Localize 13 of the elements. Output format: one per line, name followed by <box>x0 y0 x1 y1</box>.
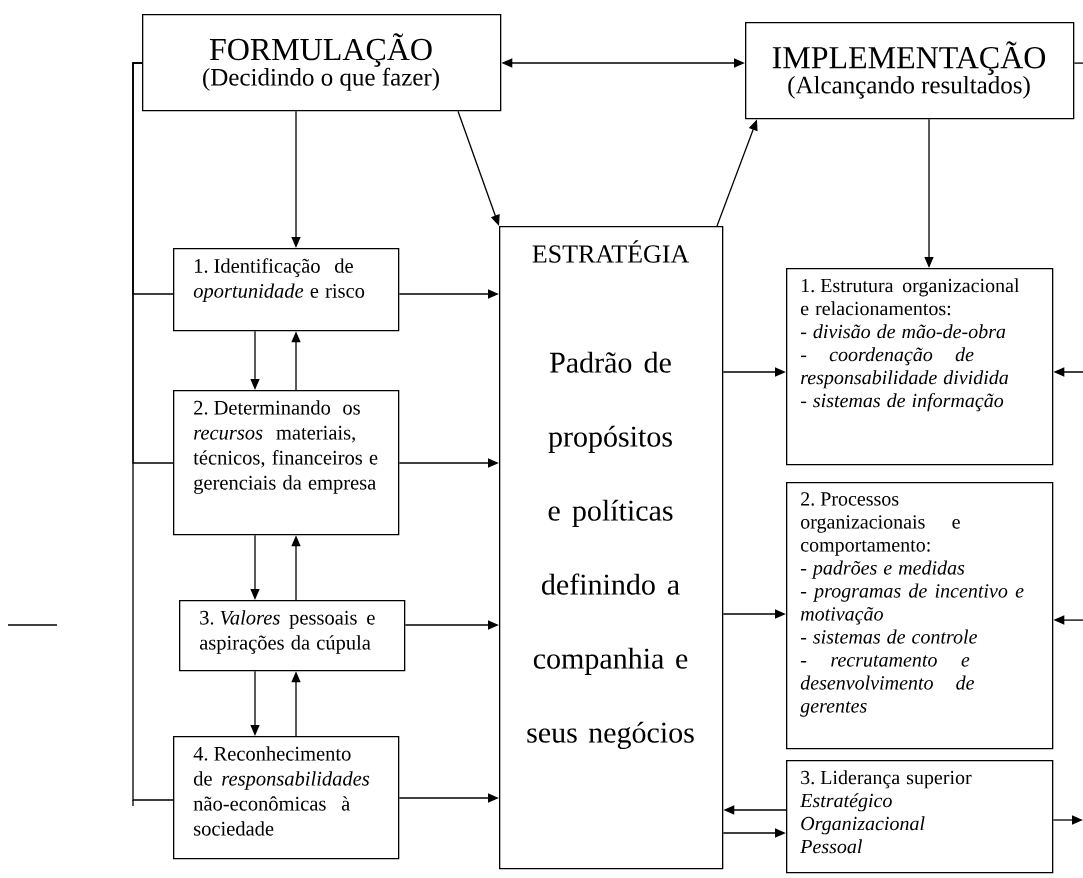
process-box: 1. Identificação de oportunidade e risco <box>173 248 400 332</box>
process-box: 2. Determinando os recursos materiais, técnicos, financeiros e gerenciais da empresa <box>173 390 400 536</box>
process-box: 1. Estrutura organizacional e relacionamentos: - divisão de mão-de-obra - coordenação de responsabilidade dividida - sistemas de informação <box>786 268 1054 466</box>
process-box: 3. Liderança superior Estratégico Organizacional Pessoal <box>786 760 1054 874</box>
process-box: 4. Reconhecimento de responsabilidades não-econômicas à sociedade <box>173 736 400 860</box>
stage-box: FORMULAÇÃO (Decidindo o que fazer) <box>142 14 502 112</box>
strategy-box: ESTRATÉGIA Padrão de propósitos e políticas definindo a companhia e seus negócios <box>499 226 724 870</box>
process-box: 2. Processos organizacionais e comportamento: - padrões e medidas - programas de incentivo e motivação - sistemas de controle - recrutamento e desenvolvimento de gerentes <box>786 482 1054 750</box>
arrow <box>457 110 500 226</box>
connector-line <box>1073 62 1083 64</box>
connector-line <box>132 62 174 801</box>
stage-box: IMPLEMENTAÇÃO (Alcançando resultados) <box>745 22 1075 120</box>
process-box: 3. Valores pessoais e aspirações da cúpula <box>179 600 406 672</box>
